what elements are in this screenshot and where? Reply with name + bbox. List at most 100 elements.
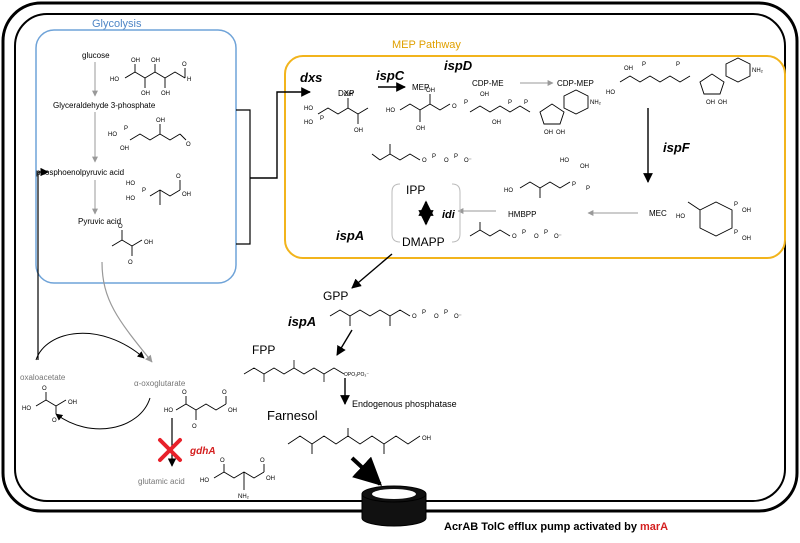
knockout-x-icon xyxy=(158,438,182,462)
dmapp-label: DMAPP xyxy=(402,235,445,249)
gpp-label: GPP xyxy=(323,289,348,303)
pump-gene-marA: marA xyxy=(640,521,668,533)
svg-text:OH: OH xyxy=(266,476,275,482)
svg-text:P: P xyxy=(586,186,590,192)
pep-label: phosphoenolpyruvic acid xyxy=(36,168,124,177)
svg-text:P: P xyxy=(734,230,738,236)
ipp-structure xyxy=(371,144,421,161)
enzyme-ispF: ispF xyxy=(663,140,691,155)
svg-text:HO: HO xyxy=(386,108,395,114)
enzyme-ispC: ispC xyxy=(376,68,405,83)
svg-text:O: O xyxy=(52,418,57,424)
svg-text:HO: HO xyxy=(108,132,117,138)
pyruvate-label: Pyruvic acid xyxy=(78,217,121,226)
fpp-label: FPP xyxy=(252,343,275,357)
dmapp-structure xyxy=(469,222,511,237)
svg-text:HO: HO xyxy=(200,478,209,484)
enzyme-dxs: dxs xyxy=(300,70,322,85)
svg-text:OH: OH xyxy=(141,91,150,97)
svg-text:OH: OH xyxy=(144,240,153,246)
svg-text:O: O xyxy=(182,62,187,68)
svg-text:O: O xyxy=(186,142,191,148)
mec-atoms: HO P OH P OH xyxy=(676,202,751,242)
glutamic-acid-label: glutamic acid xyxy=(138,477,185,486)
pep-structure xyxy=(149,180,181,205)
dxp-label: DXP xyxy=(338,89,354,98)
arrow-akg-oxaloacetate xyxy=(55,397,151,430)
svg-text:OH: OH xyxy=(544,130,553,136)
svg-text:OH: OH xyxy=(624,66,633,72)
mec-label: MEC xyxy=(649,209,667,218)
svg-text:OH: OH xyxy=(131,58,140,64)
svg-text:OH: OH xyxy=(354,128,363,134)
svg-text:HO: HO xyxy=(504,188,513,194)
svg-text:OH: OH xyxy=(580,164,589,170)
mep-box xyxy=(284,55,786,259)
phosphatase-label: Endogenous phosphatase xyxy=(352,399,457,409)
farnesol-oh: OH xyxy=(422,436,431,442)
ipp-dmapp-bracket-left xyxy=(391,183,401,243)
enzyme-ispA-2: ispA xyxy=(288,314,316,329)
svg-text:NH₂: NH₂ xyxy=(238,494,250,500)
svg-text:OH: OH xyxy=(706,100,715,106)
hmbpp-label: HMBPP xyxy=(508,210,536,219)
svg-text:O: O xyxy=(220,458,225,464)
svg-text:OH: OH xyxy=(344,92,353,98)
svg-text:OH: OH xyxy=(156,118,165,124)
g3p-atoms: HO P OH OH O xyxy=(108,118,191,152)
svg-text:O: O xyxy=(128,260,133,266)
dxp-structure xyxy=(317,98,369,124)
svg-text:OH: OH xyxy=(120,146,129,152)
mep-label: MEP xyxy=(412,83,429,92)
svg-text:HO: HO xyxy=(110,77,119,83)
svg-text:P: P xyxy=(124,126,128,132)
pyruvate-structure xyxy=(111,230,143,256)
svg-text:O⁻: O⁻ xyxy=(554,234,562,240)
svg-text:P: P xyxy=(508,100,512,106)
svg-text:O: O xyxy=(42,386,47,392)
svg-text:HO: HO xyxy=(676,214,685,220)
mec-structure xyxy=(687,201,733,237)
hmbpp-structure xyxy=(519,181,571,198)
svg-text:NH₂: NH₂ xyxy=(752,68,764,74)
farnesol-structure xyxy=(287,428,421,454)
efflux-pump-icon xyxy=(361,485,427,527)
farnesol-label: Farnesol xyxy=(267,408,318,423)
svg-text:P: P xyxy=(444,310,448,316)
svg-text:OH: OH xyxy=(228,408,237,414)
svg-text:OH: OH xyxy=(556,130,565,136)
mep-title: MEP Pathway xyxy=(392,39,461,51)
svg-text:P: P xyxy=(524,100,528,106)
arrow-dmapp-gpp xyxy=(351,253,393,289)
arrow-farnesol-pump xyxy=(350,456,383,486)
cdpme-label: CDP-ME xyxy=(472,79,504,88)
svg-text:P: P xyxy=(522,230,526,236)
svg-text:O: O xyxy=(412,314,417,320)
svg-text:HO: HO xyxy=(304,106,313,112)
svg-text:O: O xyxy=(452,104,457,110)
akg-structure xyxy=(175,396,227,420)
svg-text:OH: OH xyxy=(742,208,751,214)
svg-text:P: P xyxy=(676,62,680,68)
akg-label: α-oxoglutarate xyxy=(134,379,186,388)
arrow-to-dxs xyxy=(250,87,311,179)
mep-structure xyxy=(399,94,451,122)
svg-text:P: P xyxy=(734,202,738,208)
svg-text:O: O xyxy=(434,314,439,320)
svg-text:OH: OH xyxy=(742,236,751,242)
g3p-label: Glyceraldehyde 3-phosphate xyxy=(53,101,156,110)
cdpmep-label: CDP-MEP xyxy=(557,79,594,88)
svg-text:P: P xyxy=(422,310,426,316)
svg-text:O: O xyxy=(222,390,227,396)
arrow-gpp-fpp xyxy=(336,329,353,356)
svg-text:OH: OH xyxy=(480,92,489,98)
svg-text:H: H xyxy=(187,77,191,83)
ipp-dmapp-bracket-right xyxy=(451,183,461,243)
